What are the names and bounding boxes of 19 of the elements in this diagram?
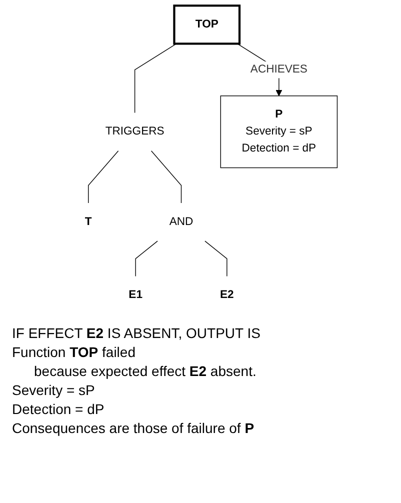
node-box: TOP — [173, 4, 241, 45]
node-text: AND — [169, 216, 194, 228]
note-text: Severity = sP — [12, 381, 96, 400]
note-text: Function TOP failed — [12, 343, 136, 362]
node-text: E1 — [128, 288, 142, 301]
connector — [150, 150, 182, 204]
node-text: E2 — [220, 288, 234, 301]
node-text: T — [84, 216, 92, 228]
node-text: TRIGGERS — [105, 125, 164, 138]
connector — [88, 150, 119, 204]
note-text: because expected effect E2 absent. — [33, 362, 258, 381]
edge-label: ACHIEVES — [250, 63, 308, 76]
node-box: P Severity = sP Detection = dP — [220, 96, 338, 168]
note-text: Detection = dP — [12, 400, 106, 419]
note-text: IF EFFECT E2 IS ABSENT, OUTPUT IS — [12, 324, 262, 343]
connector — [135, 240, 158, 277]
connector — [204, 240, 228, 277]
note-text: Consequences are those of failure of P — [12, 419, 256, 438]
connector — [134, 43, 177, 114]
